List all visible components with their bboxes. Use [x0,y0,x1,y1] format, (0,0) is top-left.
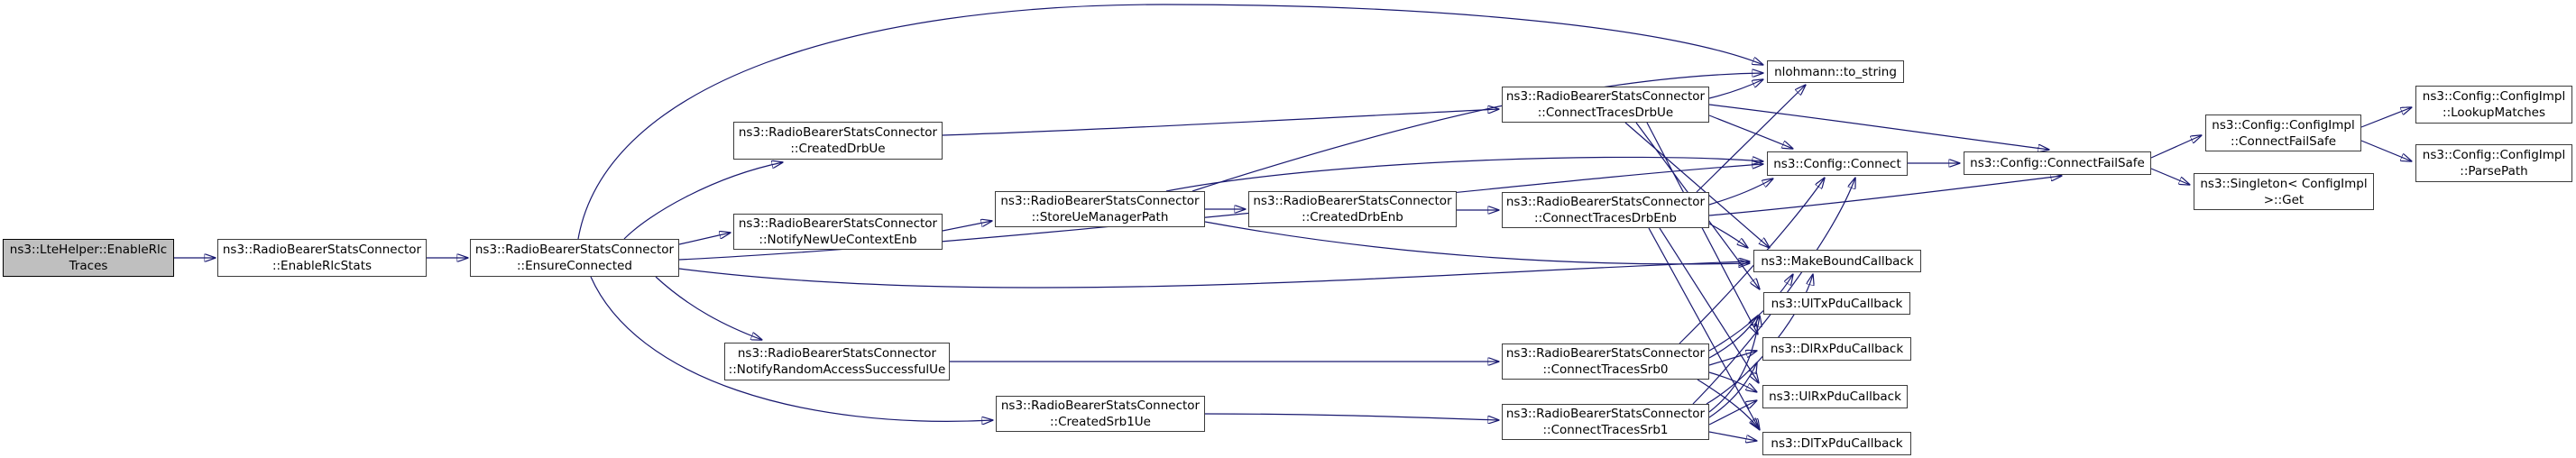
node-make-bound-callback[interactable]: ns3::MakeBoundCallback [1753,250,1921,272]
edge-store_ue_manager_path-to-to_string [1191,73,1763,192]
node-created-drb-ue[interactable]: ns3::RadioBearerStatsConnector ::Created… [733,122,943,160]
node-label: ns3::RadioBearerStatsConnector ::Created… [1253,194,1452,224]
edge-connect_traces_srb0-to-make_bound_callback [1708,274,1793,352]
node-label: ns3::RadioBearerStatsConnector ::NotifyR… [728,346,946,377]
node-label: ns3::Config::ConfigImpl ::ParsePath [2422,148,2566,179]
node-label: ns3::Config::ConfigImpl ::LookupMatches [2422,89,2566,120]
node-label: ns3::RadioBearerStatsConnector ::StoreUe… [1000,194,1200,224]
edge-connect_traces_drb_enb-to-to_string [1696,85,1806,193]
node-label: ns3::DlRxPduCallback [1770,342,1904,356]
node-connect-traces-srb0[interactable]: ns3::RadioBearerStatsConnector ::Connect… [1502,344,1709,380]
edge-connect_traces_srb1-to-config_connect [1692,178,1855,405]
node-label: ns3::RadioBearerStatsConnector ::Connect… [1505,89,1706,120]
edge-connect_traces_drb_enb-to-dl_tx_pdu_callback [1648,227,1760,430]
edge-connect_traces_drb_enb-to-config_connect [1708,179,1773,206]
edge-connect_traces_drb_ue-to-to_string [1708,79,1763,99]
edge-connect_traces_drb_enb-to-ul_rx_pdu_callback [1659,227,1759,383]
edge-ensure_connected-to-make_bound_callback [678,261,1750,289]
node-created-drb-enb[interactable]: ns3::RadioBearerStatsConnector ::Created… [1248,191,1457,227]
node-connect-traces-srb1[interactable]: ns3::RadioBearerStatsConnector ::Connect… [1502,404,1709,440]
node-enable-rlc-stats[interactable]: ns3::RadioBearerStatsConnector ::EnableR… [217,239,427,277]
edge-store_ue_manager_path-to-make_bound_callback [1204,221,1750,264]
node-label: ns3::UlRxPduCallback [1769,389,1901,404]
node-connect-traces-drb-enb[interactable]: ns3::RadioBearerStatsConnector ::Connect… [1502,192,1709,228]
edge-config_connect_fail_safe-to-singleton_get [2150,168,2190,185]
edge-connect_traces_drb_ue-to-config_connect [1708,114,1793,149]
edge-notify_new_ue_context_enb-to-store_ue_manager_path [942,221,992,232]
edge-ensure_connected-to-created_drb_ue [623,162,783,240]
edge-connect_traces_drb_enb-to-config_connect_fail_safe [1708,176,2062,216]
node-label: ns3::Config::ConnectFailSafe [1970,156,2145,170]
node-config-impl-lookup-matches[interactable]: ns3::Config::ConfigImpl ::LookupMatches [2415,86,2572,124]
edge-config_impl_connect_fail_safe-to-lookup_matches [2360,107,2412,128]
node-connect-traces-drb-ue[interactable]: ns3::RadioBearerStatsConnector ::Connect… [1502,87,1709,123]
node-label: ns3::Config::Connect [1773,156,1901,171]
node-label: ns3::RadioBearerStatsConnector ::Connect… [1505,346,1706,377]
edge-connect_traces_srb0-to-ul_rx_pdu_callback [1708,371,1757,392]
edge-connect_traces_drb_ue-to-make_bound_callback [1624,122,1770,248]
node-label: ns3::Singleton< ConfigImpl >::Get [2200,176,2368,207]
node-label: ns3::RadioBearerStatsConnector ::EnsureC… [474,243,675,273]
node-label: ns3::Config::ConfigImpl ::ConnectFailSaf… [2212,117,2355,149]
node-label: ns3::UlTxPduCallback [1771,296,1903,311]
node-label: ns3::RadioBearerStatsConnector ::Connect… [1505,407,1706,437]
edge-created_srb1_ue-to-connect_traces_srb1 [1204,413,1499,420]
node-ensure-connected[interactable]: ns3::RadioBearerStatsConnector ::EnsureC… [470,239,679,277]
node-notify-random-access-successful-ue[interactable]: ns3::RadioBearerStatsConnector ::NotifyR… [724,343,950,380]
node-label: ns3::RadioBearerStatsConnector ::Created… [1000,398,1201,429]
node-nlohmann-to-string[interactable]: nlohmann::to_string [1767,60,1904,83]
node-config-impl-parse-path[interactable]: ns3::Config::ConfigImpl ::ParsePath [2415,144,2572,182]
node-label: nlohmann::to_string [1774,64,1897,79]
edge-connect_traces_drb_ue-to-config_connect_fail_safe [1708,104,2049,150]
edge-config_connect_fail_safe-to-config_impl_connect_fail_safe [2150,135,2202,159]
node-label: ns3::MakeBoundCallback [1761,253,1914,269]
edge-created_drb_ue-to-connect_traces_drb_ue [942,109,1499,136]
node-config-connect-fail-safe[interactable]: ns3::Config::ConnectFailSafe [1964,151,2151,175]
node-config-connect[interactable]: ns3::Config::Connect [1767,151,1908,176]
edge-ensure_connected-to-notify_new_ue_context_enb [678,233,731,245]
edge-connect_traces_drb_ue-to-dl_rx_pdu_callback [1646,122,1758,334]
node-config-impl-connect-fail-safe[interactable]: ns3::Config::ConfigImpl ::ConnectFailSaf… [2205,114,2361,151]
edge-ensure_connected-to-to_string [577,4,1763,240]
node-label: ns3::RadioBearerStatsConnector ::EnableR… [222,243,422,273]
node-label: ns3::RadioBearerStatsConnector ::NotifyN… [738,216,938,247]
node-created-srb1-ue[interactable]: ns3::RadioBearerStatsConnector ::Created… [996,396,1205,432]
edge-ensure_connected-to-created_srb1_ue [590,276,993,421]
edge-connect_traces_drb_enb-to-make_bound_callback [1708,223,1748,248]
node-label: ns3::LteHelper::EnableRlc Traces [9,243,168,273]
edge-connect_traces_srb1-to-dl_tx_pdu_callback [1708,431,1757,441]
edge-config_impl_connect_fail_safe-to-parse_path [2360,140,2412,161]
edge-ensure_connected-to-notify_random_access_successful_ue [655,276,762,340]
node-singleton-config-impl-get[interactable]: ns3::Singleton< ConfigImpl >::Get [2194,173,2374,210]
edge-connect_traces_srb0-to-dl_rx_pdu_callback [1708,351,1757,366]
node-enable-rlc-traces[interactable]: ns3::LteHelper::EnableRlc Traces [3,239,174,277]
edge-connect_traces_srb1-to-ul_rx_pdu_callback [1708,400,1757,426]
edge-connect_traces_srb1-to-dl_rx_pdu_callback [1708,362,1757,418]
node-label: ns3::RadioBearerStatsConnector ::Created… [738,125,938,156]
node-dl-rx-pdu-callback[interactable]: ns3::DlRxPduCallback [1762,337,1911,361]
edge-store_ue_manager_path-to-config_connect [1165,157,1763,192]
node-dl-tx-pdu-callback[interactable]: ns3::DlTxPduCallback [1762,432,1911,455]
edge-connect_traces_srb0-to-dl_tx_pdu_callback [1697,379,1759,429]
node-label: ns3::DlTxPduCallback [1771,436,1903,451]
node-store-ue-manager-path[interactable]: ns3::RadioBearerStatsConnector ::StoreUe… [995,191,1205,227]
node-ul-rx-pdu-callback[interactable]: ns3::UlRxPduCallback [1762,385,1908,408]
edge-connect_traces_srb1-to-ul_tx_pdu_callback [1708,316,1760,413]
node-notify-new-ue-context-enb[interactable]: ns3::RadioBearerStatsConnector ::NotifyN… [733,214,943,250]
node-label: ns3::RadioBearerStatsConnector ::Connect… [1505,195,1706,225]
node-ul-tx-pdu-callback[interactable]: ns3::UlTxPduCallback [1763,292,1910,315]
